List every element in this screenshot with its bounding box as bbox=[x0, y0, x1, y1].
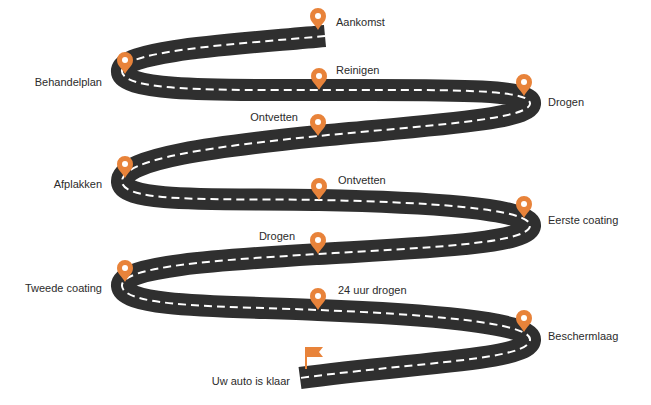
flag-cloth bbox=[307, 347, 323, 357]
pin-body bbox=[516, 310, 532, 332]
road-surface bbox=[122, 36, 530, 378]
location-pin bbox=[516, 74, 532, 96]
pin-dot bbox=[122, 161, 128, 167]
pin-body bbox=[311, 178, 327, 200]
pin-dot bbox=[315, 237, 321, 243]
step-label: Behandelplan bbox=[33, 75, 104, 89]
pin-body bbox=[117, 156, 133, 178]
finish-flag bbox=[306, 347, 323, 369]
pin-body bbox=[117, 52, 133, 74]
pin-dot bbox=[521, 201, 527, 207]
pin-dot bbox=[315, 119, 321, 125]
step-label: Beschermlaag bbox=[546, 329, 620, 343]
step-label: Aankomst bbox=[334, 15, 387, 29]
step-label: Reinigen bbox=[334, 63, 381, 77]
step-label: Uw auto is klaar bbox=[210, 374, 292, 388]
pin-body bbox=[311, 68, 327, 90]
pin-body bbox=[516, 74, 532, 96]
pin-dot bbox=[316, 73, 322, 79]
location-pin bbox=[516, 310, 532, 332]
location-pin bbox=[516, 196, 532, 218]
location-pin bbox=[117, 260, 133, 282]
step-label: 24 uur drogen bbox=[336, 283, 409, 297]
step-label: Eerste coating bbox=[546, 213, 620, 227]
step-label: Drogen bbox=[546, 95, 586, 109]
pin-body bbox=[310, 232, 326, 254]
location-pin bbox=[311, 178, 327, 200]
pins bbox=[117, 8, 532, 332]
pin-dot bbox=[122, 57, 128, 63]
location-pin bbox=[117, 52, 133, 74]
step-label: Afplakken bbox=[52, 177, 104, 191]
location-pin bbox=[117, 156, 133, 178]
pin-body bbox=[310, 288, 326, 310]
road-center-line bbox=[122, 36, 530, 378]
road bbox=[122, 36, 530, 378]
pin-dot bbox=[315, 293, 321, 299]
pin-dot bbox=[316, 183, 322, 189]
pin-dot bbox=[315, 13, 321, 19]
location-pin bbox=[310, 8, 326, 30]
step-label: Tweede coating bbox=[23, 281, 104, 295]
step-label: Drogen bbox=[257, 229, 297, 243]
location-pin bbox=[310, 114, 326, 136]
location-pin bbox=[311, 68, 327, 90]
pin-body bbox=[310, 114, 326, 136]
pin-dot bbox=[521, 79, 527, 85]
pin-body bbox=[310, 8, 326, 30]
pin-dot bbox=[521, 315, 527, 321]
step-label: Ontvetten bbox=[248, 110, 300, 124]
flag-pole bbox=[305, 347, 307, 369]
pin-body bbox=[516, 196, 532, 218]
pin-dot bbox=[122, 265, 128, 271]
location-pin bbox=[310, 232, 326, 254]
step-label: Ontvetten bbox=[336, 173, 388, 187]
pin-body bbox=[117, 260, 133, 282]
location-pin bbox=[310, 288, 326, 310]
